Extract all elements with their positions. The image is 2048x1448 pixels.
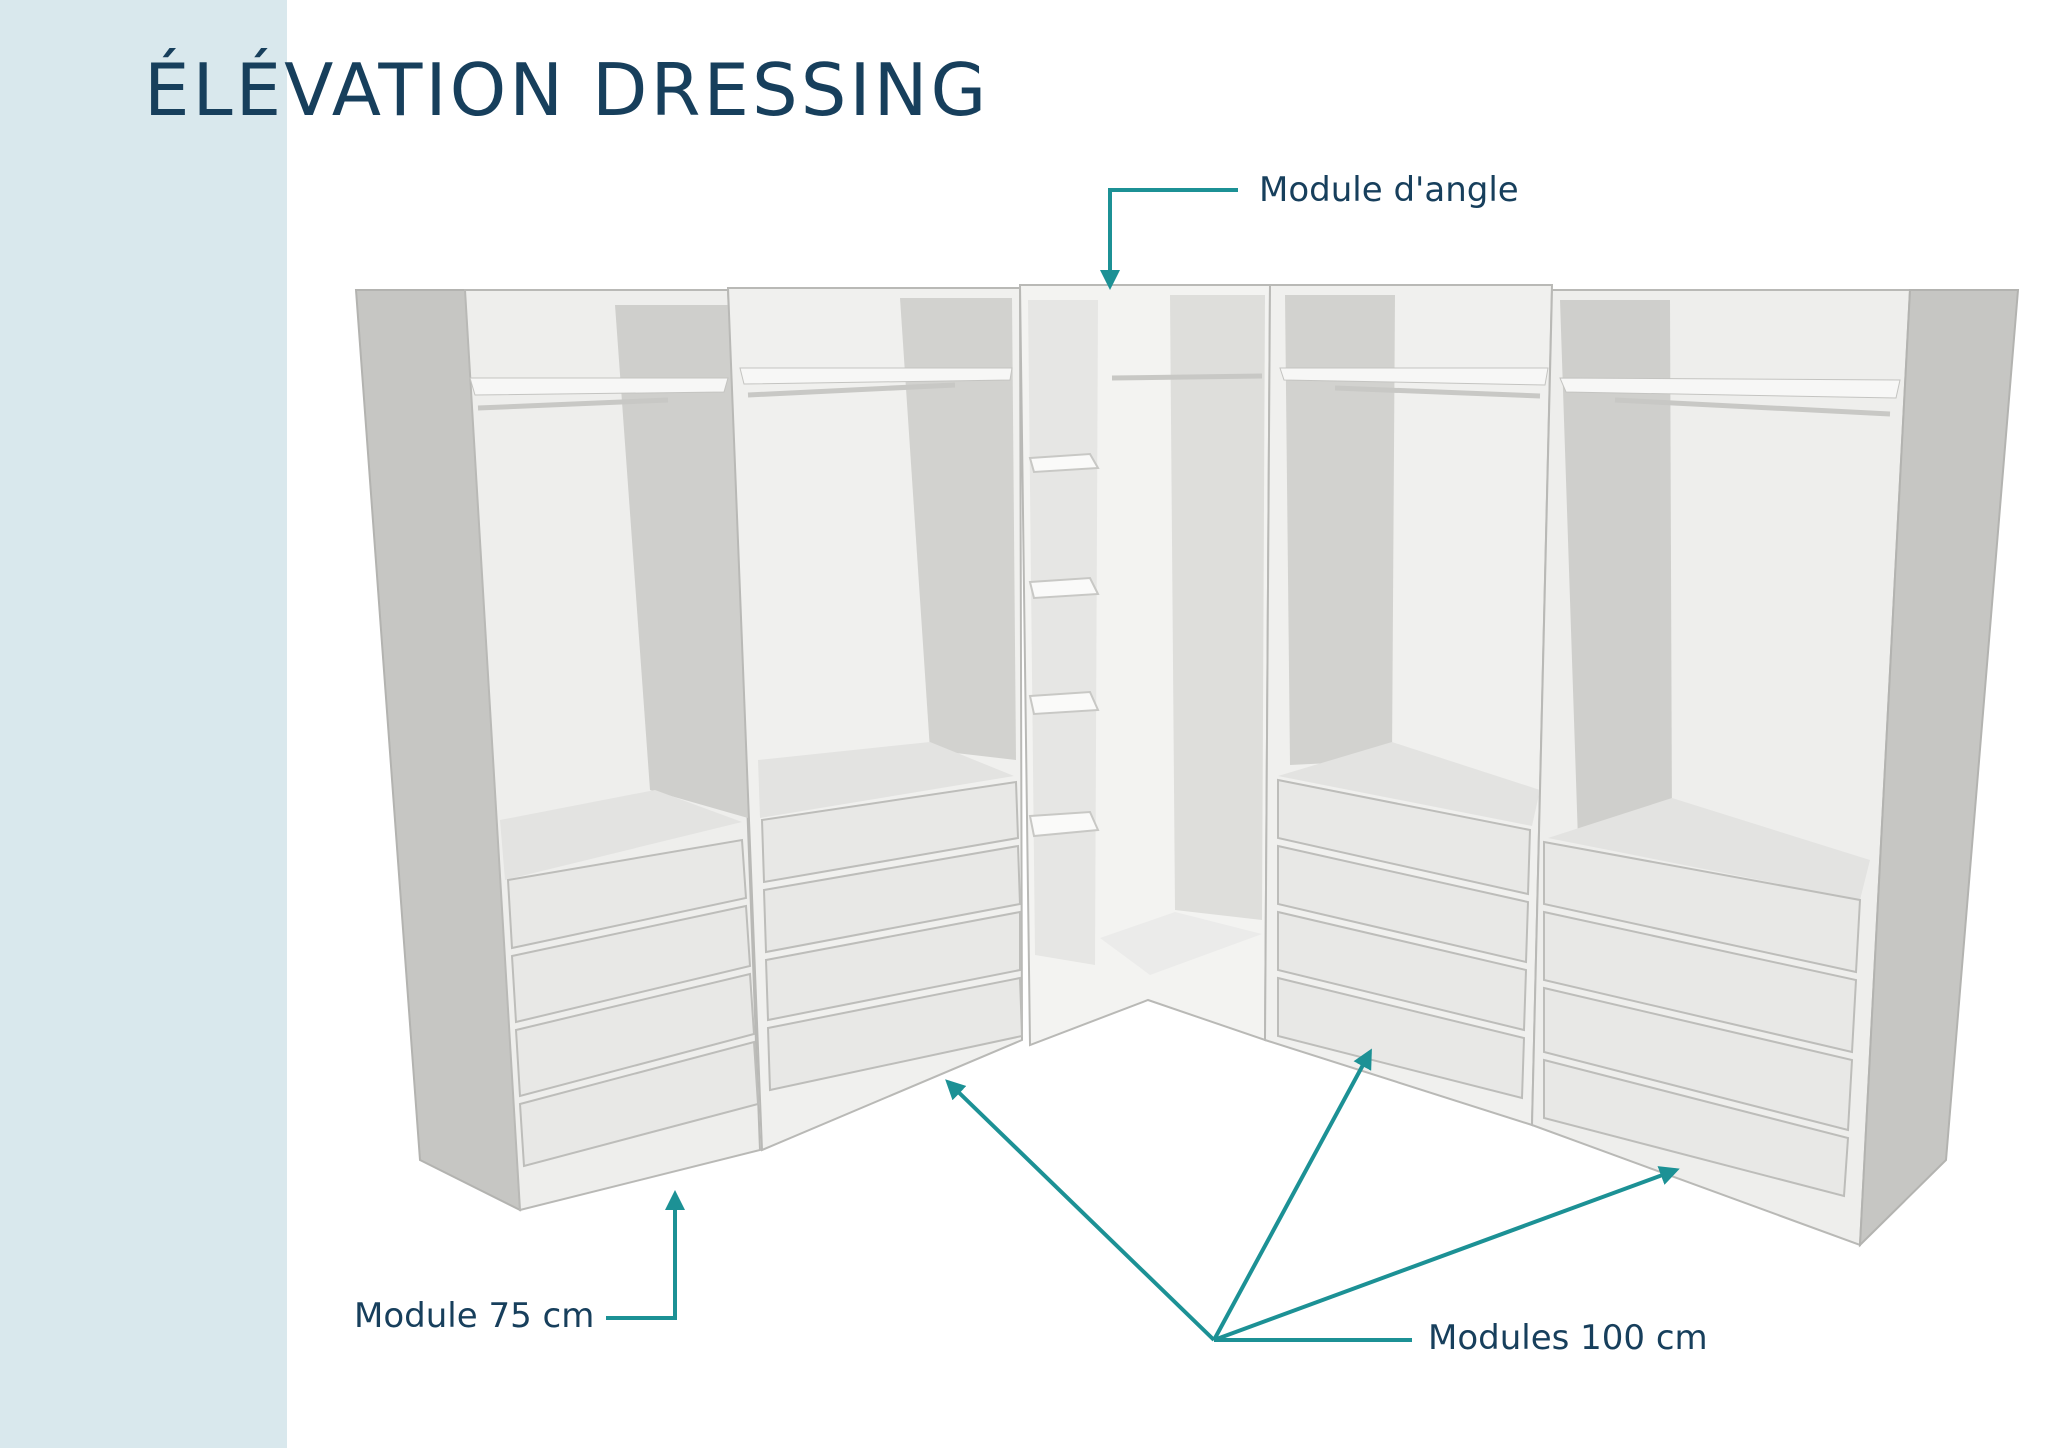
module-100cm-right-b [1530,289,1912,1247]
label-corner-module: Module d'angle [1259,170,1519,210]
arrow-module-75 [606,1190,685,1320]
label-module-75cm: Module 75 cm [354,1296,595,1336]
arrow-module-100-left [945,1079,1216,1342]
arrow-module-100-right-b [1213,1166,1680,1342]
side-band [0,0,287,1448]
corner-module [1018,284,1272,1047]
drawers-100-right-b [1543,840,1862,1198]
right-wardrobe-run [1263,284,2020,1248]
arrow-corner-module [1100,188,1238,290]
module-100cm-right-a [1263,284,1554,1127]
module-100cm-left [726,287,1024,1152]
callout-arrows [606,188,1680,1342]
left-wardrobe-run [354,287,1024,1212]
right-side-panel [1858,289,2020,1248]
label-modules-100cm: Modules 100 cm [1428,1318,1708,1358]
page-title: ÉLÉVATION DRESSING [144,48,990,132]
arrow-module-100-right-a [1212,1048,1372,1341]
drawers-75 [506,838,760,1168]
module-75cm [463,289,762,1212]
corner-shelves [1028,452,1100,838]
drawers-100-left [760,780,1024,1092]
drawers-100-right-a [1277,778,1532,1100]
